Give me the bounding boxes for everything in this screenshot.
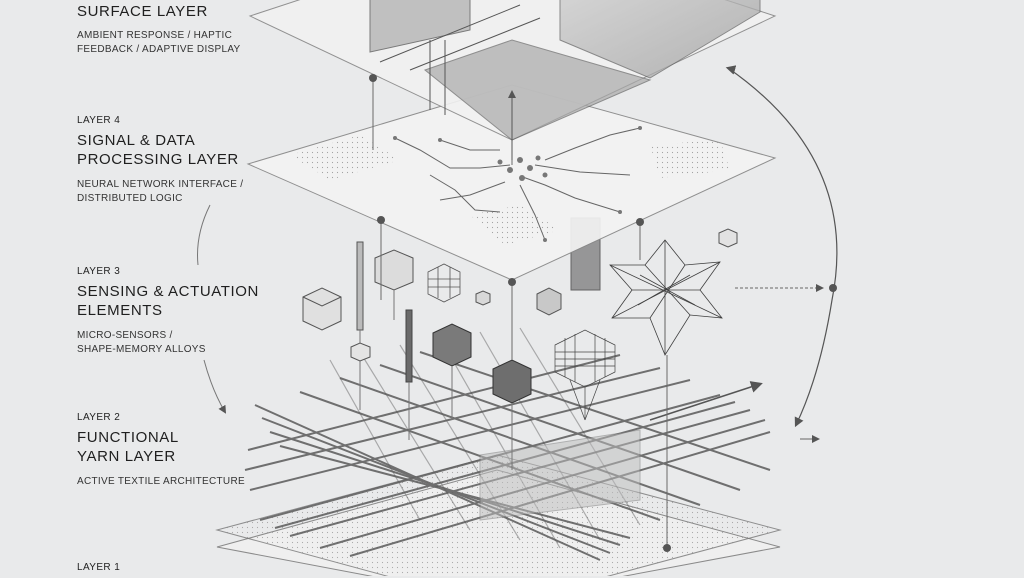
wire-cube-large [554, 329, 616, 421]
cube-wire-1 [427, 263, 461, 303]
layer-label-surface: SURFACE LAYER AMBIENT RESPONSE / HAPTIC … [77, 2, 277, 57]
wire-polyhedron [609, 239, 723, 356]
connector-nodes [369, 74, 837, 552]
layer-title: SENSING & ACTUATION ELEMENTS [77, 283, 259, 319]
sensor-rod-2 [405, 309, 413, 440]
cube-dark-1 [432, 323, 472, 420]
cube-mid [536, 287, 562, 316]
layer-label-3: LAYER 3 SENSING & ACTUATION ELEMENTS MIC… [77, 266, 277, 357]
layer-title: FUNCTIONAL YARN LAYER [77, 429, 179, 465]
cube-small-1 [475, 290, 491, 306]
layer-number: LAYER 1 [77, 562, 121, 573]
layer-number: LAYER 4 [77, 115, 121, 126]
vertical-connectors [372, 78, 668, 548]
layer-label-4: LAYER 4 SIGNAL & DATA PROCESSING LAYER N… [77, 115, 277, 206]
circuit-nodes [393, 126, 642, 242]
layer-description: NEURAL NETWORK INTERFACE / DISTRIBUTED L… [77, 179, 244, 204]
layer-description: MICRO-SENSORS / SHAPE-MEMORY ALLOYS [77, 330, 206, 355]
layer-title: SURFACE LAYER [77, 3, 208, 20]
layer-description: ACTIVE TEXTILE ARCHITECTURE [77, 476, 245, 487]
right-arrows [735, 284, 824, 443]
layer-label-1: LAYER 1 [77, 562, 277, 578]
layer-description: AMBIENT RESPONSE / HAPTIC FEEDBACK / ADA… [77, 30, 241, 55]
cube-white-1 [302, 287, 342, 331]
layer-title: SIGNAL & DATA PROCESSING LAYER [77, 132, 239, 168]
layer-4-processing-plane [246, 84, 777, 281]
cube-small-2 [350, 342, 371, 362]
left-arc-arrows [197, 204, 227, 414]
layer-number: LAYER 2 [77, 412, 121, 423]
layer-number: LAYER 3 [77, 266, 121, 277]
cycle-arc [725, 65, 838, 428]
surface-layer-plane [248, 0, 777, 141]
cube-top-right [718, 228, 738, 248]
layer-label-2: LAYER 2 FUNCTIONAL YARN LAYER ACTIVE TEX… [77, 412, 277, 489]
layer-3-elements [302, 217, 738, 470]
layer-2-yarn-grid [244, 327, 771, 561]
layer-2-flow-arrow [649, 381, 763, 421]
cube-white-2 [374, 249, 414, 320]
